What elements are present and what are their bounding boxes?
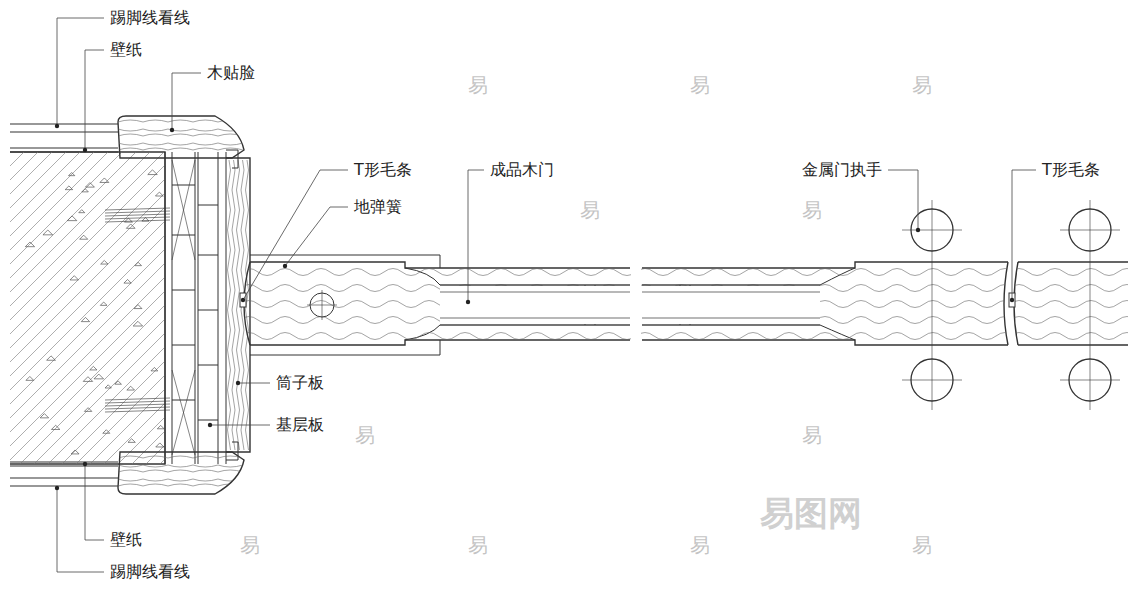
leader-dot	[170, 128, 174, 132]
outline	[172, 345, 218, 365]
watermark: 易	[240, 534, 260, 556]
part-label: 金属门执手	[800, 160, 884, 180]
outline	[172, 185, 218, 205]
leader-dot	[55, 124, 59, 128]
leader-dot	[916, 228, 920, 232]
outline	[105, 404, 170, 406]
leader-line	[468, 170, 484, 302]
leader-line	[85, 464, 104, 540]
outline	[10, 462, 118, 486]
outline	[226, 150, 238, 460]
part-label: 踢脚线看线	[108, 8, 192, 28]
leader-dot	[283, 264, 287, 268]
outline	[172, 235, 218, 255]
leader-dot	[236, 381, 240, 385]
leader-line	[238, 383, 270, 384]
outline	[105, 211, 170, 213]
leader-dot	[55, 486, 59, 490]
outline	[105, 401, 170, 403]
outline	[172, 160, 195, 260]
part-label: T形毛条	[1040, 160, 1102, 180]
part-label: 地弹簧	[352, 197, 404, 217]
outline	[932, 200, 933, 410]
outline	[105, 398, 170, 400]
outline	[440, 285, 820, 325]
concrete-hatch	[10, 152, 165, 464]
watermark: 易	[912, 74, 932, 96]
outline	[105, 214, 170, 216]
outline	[1014, 262, 1128, 345]
leader-dot	[466, 300, 470, 304]
leader-line	[285, 207, 348, 266]
watermark: 易	[912, 534, 932, 556]
outline	[105, 407, 170, 409]
outline	[118, 452, 244, 494]
outline	[165, 152, 226, 464]
part-label: 踢脚线看线	[108, 562, 192, 582]
leader-line	[1012, 170, 1036, 300]
outline	[118, 116, 244, 158]
outline	[307, 290, 337, 320]
outline	[10, 124, 118, 152]
leader-line	[172, 73, 201, 130]
outline	[405, 268, 855, 340]
outline	[1090, 200, 1091, 410]
leader-dot	[83, 462, 87, 466]
part-label: 壁纸	[108, 530, 144, 550]
leader-line	[243, 170, 348, 300]
watermark: 易图网	[760, 494, 862, 532]
leader-line	[210, 425, 270, 426]
leader-dot	[83, 148, 87, 152]
leader-line	[57, 488, 104, 572]
leader-dot	[241, 298, 245, 302]
watermark: 易	[690, 74, 710, 96]
leader-dot	[1010, 298, 1014, 302]
part-label: T形毛条	[352, 160, 414, 180]
outline	[105, 410, 170, 412]
outline	[105, 217, 170, 219]
part-label: 筒子板	[274, 373, 326, 393]
watermark: 易	[468, 74, 488, 96]
watermark: 易	[690, 534, 710, 556]
watermark: 易	[802, 199, 822, 221]
leader-line	[888, 170, 918, 230]
part-label: 成品木门	[488, 160, 556, 180]
watermark: 易	[802, 424, 822, 446]
part-label: 壁纸	[108, 40, 144, 60]
outline	[172, 370, 195, 455]
t-strip	[240, 293, 246, 307]
outline	[172, 400, 218, 420]
leader-line	[57, 18, 104, 126]
outline	[172, 290, 218, 310]
part-label: 基层板	[274, 415, 326, 435]
watermark: 易	[580, 199, 600, 221]
leader-line	[85, 50, 104, 150]
watermark: 易	[355, 424, 375, 446]
outline	[105, 208, 170, 210]
watermark: 易	[468, 534, 488, 556]
leader-dot	[208, 423, 212, 427]
part-label: 木贴脸	[205, 63, 257, 83]
outline	[105, 220, 170, 222]
